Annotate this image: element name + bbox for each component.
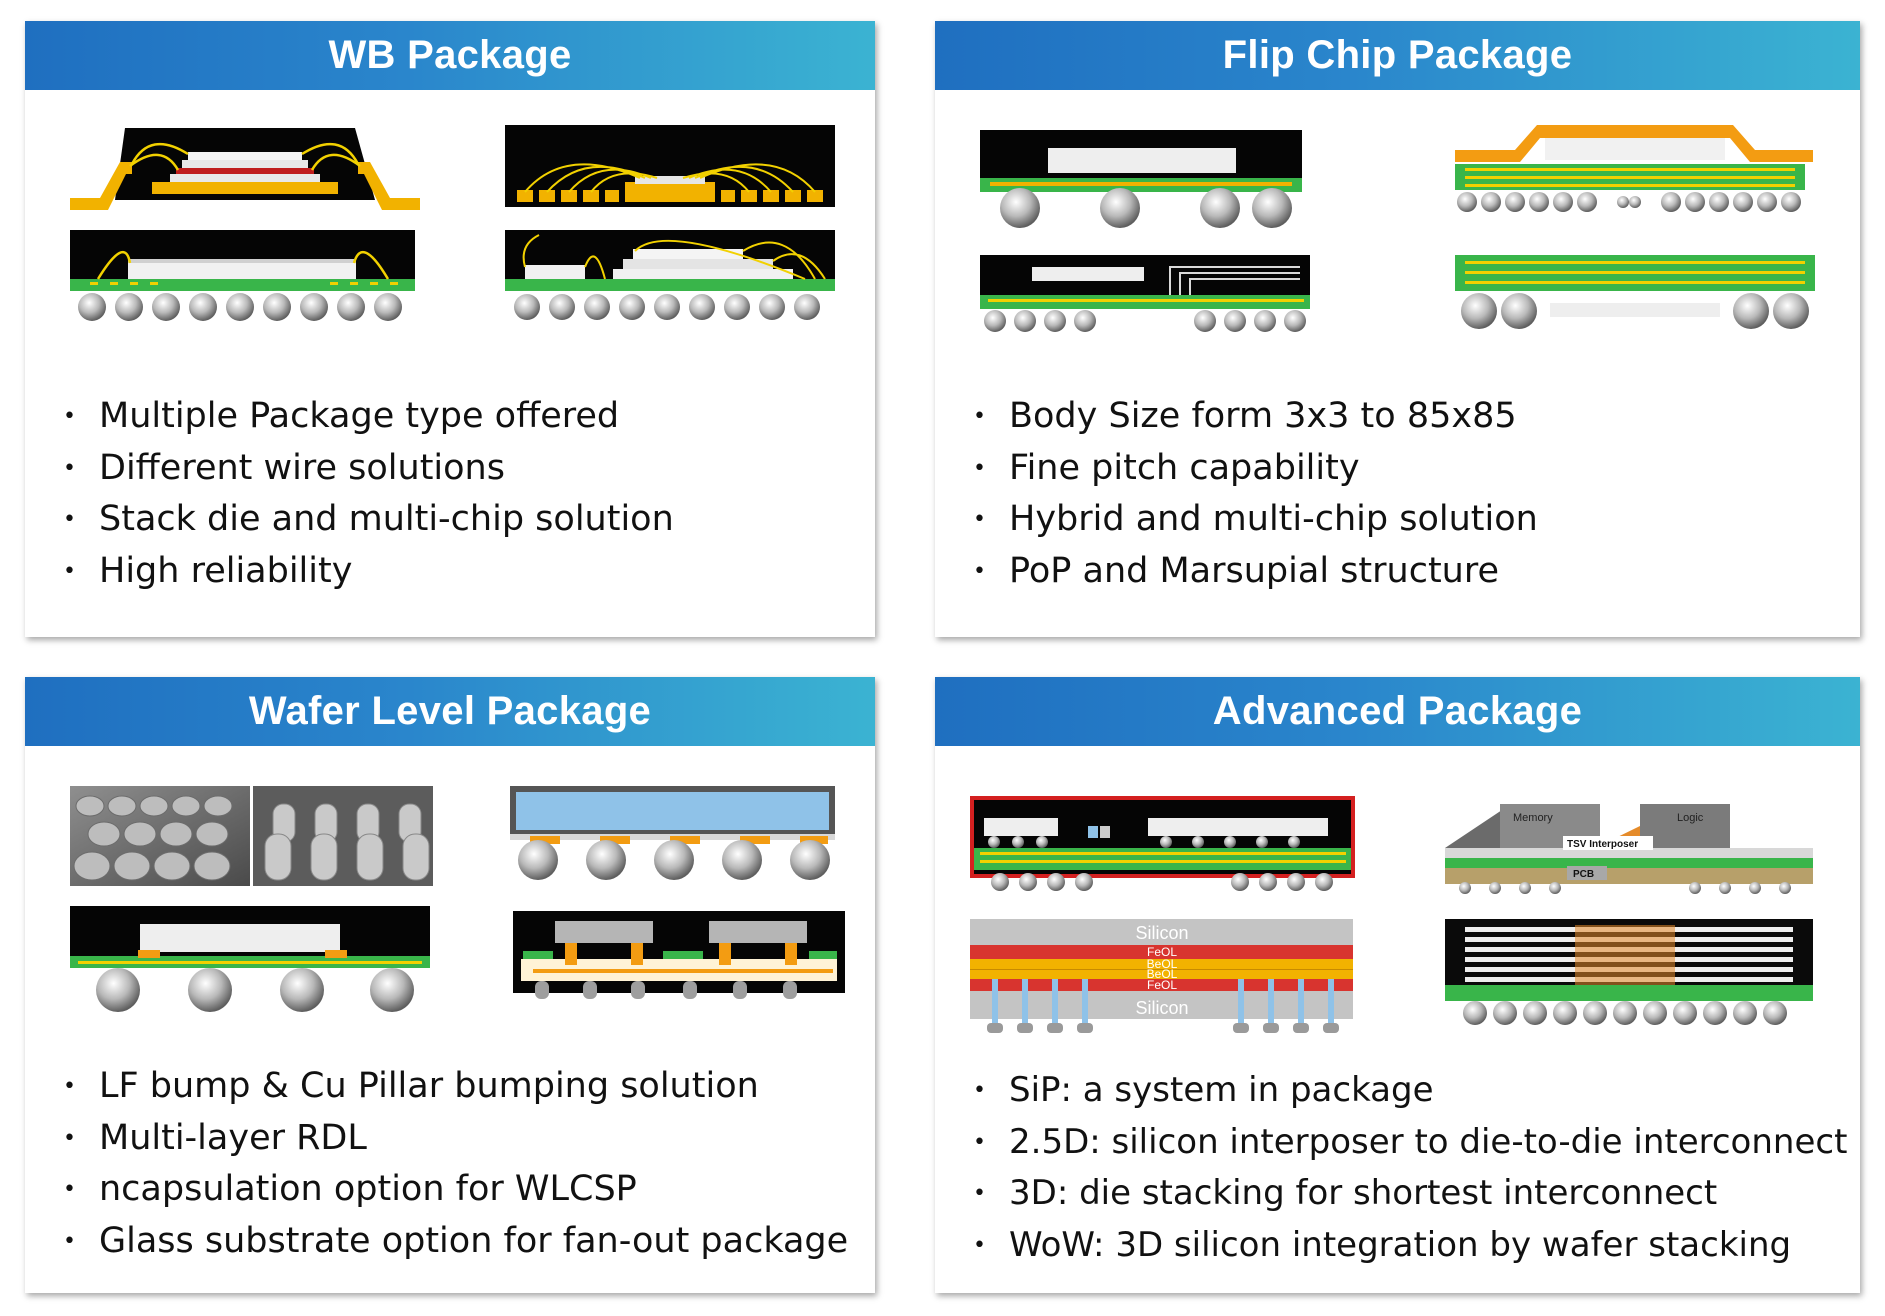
- advanced-package-figures: Memory Logic TSV Interposer PCB Silicon …: [935, 746, 1860, 1056]
- beol-label: BeOL: [1147, 967, 1178, 981]
- tsv-interposer-label: TSV Interposer: [1567, 839, 1638, 850]
- panel-title: Flip Chip Package: [1222, 33, 1573, 77]
- sem-pillar-photo: [253, 786, 433, 886]
- bullet-item: Body Size form 3x3 to 85x85: [935, 391, 1538, 443]
- die-stack-3d-illustration: [1445, 919, 1813, 1025]
- bullet-item: Different wire solutions: [25, 443, 674, 495]
- bullet-item: Hybrid and multi-chip solution: [935, 494, 1538, 546]
- wb-package-figures: [25, 90, 875, 400]
- wb-qfn-package-illustration: [505, 125, 835, 207]
- silicon-bottom-label: Silicon: [1135, 998, 1188, 1018]
- wb-bga-package-illustration: [70, 230, 415, 321]
- wlp-fan-in-illustration: [70, 906, 430, 1012]
- wafer-level-bullet-list: LF bump & Cu Pillar bumping solution Mul…: [25, 1061, 848, 1267]
- flip-chip-figures: [935, 90, 1860, 400]
- wafer-level-figures: [25, 746, 875, 1056]
- wb-bullet-list: Multiple Package type offered Different …: [25, 391, 674, 597]
- memory-label: Memory: [1513, 812, 1553, 824]
- wb-leaded-package-illustration: [70, 128, 420, 210]
- beol-label: BeOL: [1147, 957, 1178, 971]
- panel-wafer-level-package: Wafer Level Package: [25, 677, 875, 1293]
- pcb-label: PCB: [1573, 869, 1594, 880]
- panel-header: Flip Chip Package: [935, 21, 1860, 90]
- interposer-2-5d-illustration: Memory Logic TSV Interposer PCB: [1445, 804, 1813, 894]
- bullet-item: ncapsulation option for WLCSP: [25, 1164, 848, 1216]
- fc-marsupial-illustration: [1455, 255, 1815, 329]
- panel-flip-chip-package: Flip Chip Package: [935, 21, 1860, 637]
- bullet-item: WoW: 3D silicon integration by wafer sta…: [935, 1220, 1847, 1272]
- fc-lidded-illustration: [1455, 125, 1813, 212]
- bullet-item: High reliability: [25, 546, 674, 598]
- flip-chip-bullet-list: Body Size form 3x3 to 85x85 Fine pitch c…: [935, 391, 1538, 597]
- panel-advanced-package: Advanced Package Me: [935, 677, 1860, 1293]
- wlp-rdl-illustration: [513, 911, 845, 999]
- bullet-item: SiP: a system in package: [935, 1065, 1847, 1117]
- logic-label: Logic: [1677, 812, 1704, 824]
- panel-title: WB Package: [328, 33, 572, 77]
- panel-title: Advanced Package: [1212, 689, 1583, 733]
- feol-label: FeOL: [1147, 978, 1177, 992]
- bullet-item: Multi-layer RDL: [25, 1113, 848, 1165]
- silicon-top-label: Silicon: [1135, 923, 1188, 943]
- panel-header: WB Package: [25, 21, 875, 90]
- bullet-item: Glass substrate option for fan-out packa…: [25, 1216, 848, 1268]
- bullet-item: Stack die and multi-chip solution: [25, 494, 674, 546]
- fc-pop-illustration: [980, 255, 1310, 332]
- bullet-item: 3D: die stacking for shortest interconne…: [935, 1168, 1847, 1220]
- sip-illustration: [970, 796, 1355, 891]
- bullet-item: Multiple Package type offered: [25, 391, 674, 443]
- wlcsp-illustration: [510, 786, 835, 880]
- bullet-item: LF bump & Cu Pillar bumping solution: [25, 1061, 848, 1113]
- panel-wb-package: WB Package: [25, 21, 875, 637]
- bullet-item: Fine pitch capability: [935, 443, 1538, 495]
- panel-title: Wafer Level Package: [248, 689, 652, 733]
- wow-stack-illustration: Silicon FeOL BeOL BeOL FeOL Silicon: [970, 919, 1353, 1033]
- bullet-item: 2.5D: silicon interposer to die-to-die i…: [935, 1117, 1847, 1169]
- advanced-package-bullet-list: SiP: a system in package 2.5D: silicon i…: [935, 1065, 1847, 1271]
- sem-bump-photo: [70, 786, 250, 886]
- feol-label: FeOL: [1147, 945, 1177, 959]
- panel-header: Advanced Package: [935, 677, 1860, 746]
- bullet-item: PoP and Marsupial structure: [935, 546, 1538, 598]
- panel-header: Wafer Level Package: [25, 677, 875, 746]
- fc-bga-illustration: [980, 130, 1302, 228]
- wb-stacked-bga-illustration: [505, 230, 835, 320]
